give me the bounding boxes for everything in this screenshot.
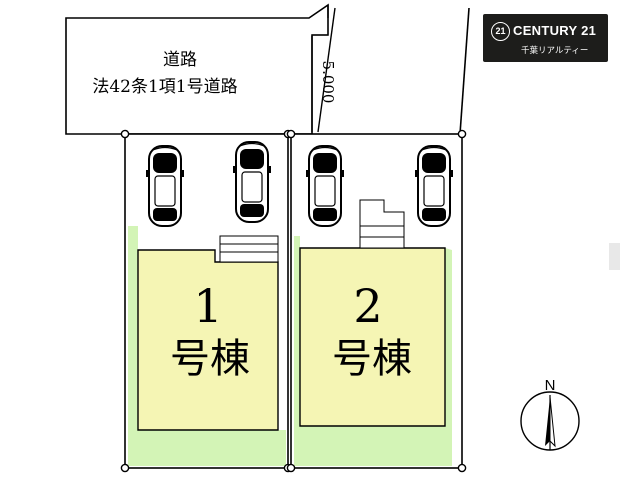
lot-2-number: 2 bbox=[353, 279, 382, 333]
road-width-label: 5.000 bbox=[319, 61, 337, 104]
edge-strip bbox=[609, 243, 620, 270]
car-icon bbox=[145, 145, 185, 227]
north-arrow-icon bbox=[520, 391, 580, 451]
logo-office: 千葉リアルティー bbox=[521, 46, 589, 56]
compass-north-label: N bbox=[545, 377, 556, 394]
road-area bbox=[65, 3, 329, 135]
logo-mark: 21 bbox=[491, 22, 510, 41]
logo-brand: CENTURY 21 bbox=[513, 23, 597, 38]
car-icon bbox=[305, 145, 345, 227]
boundary-markers bbox=[120, 129, 467, 473]
east-boundary-line bbox=[459, 7, 470, 135]
car-icon bbox=[232, 141, 272, 223]
century21-logo: 21 CENTURY 21 千葉リアルティー bbox=[483, 14, 608, 62]
lot-1-number: 1 bbox=[193, 279, 222, 333]
lot-2-label: 号棟 bbox=[332, 336, 412, 382]
car-icon bbox=[414, 145, 454, 227]
road-classification: 法42条1項1号道路 bbox=[92, 77, 237, 97]
road-name: 道路 bbox=[163, 50, 197, 70]
road-edge-line bbox=[317, 7, 336, 133]
lot-1-label: 号棟 bbox=[170, 336, 250, 382]
